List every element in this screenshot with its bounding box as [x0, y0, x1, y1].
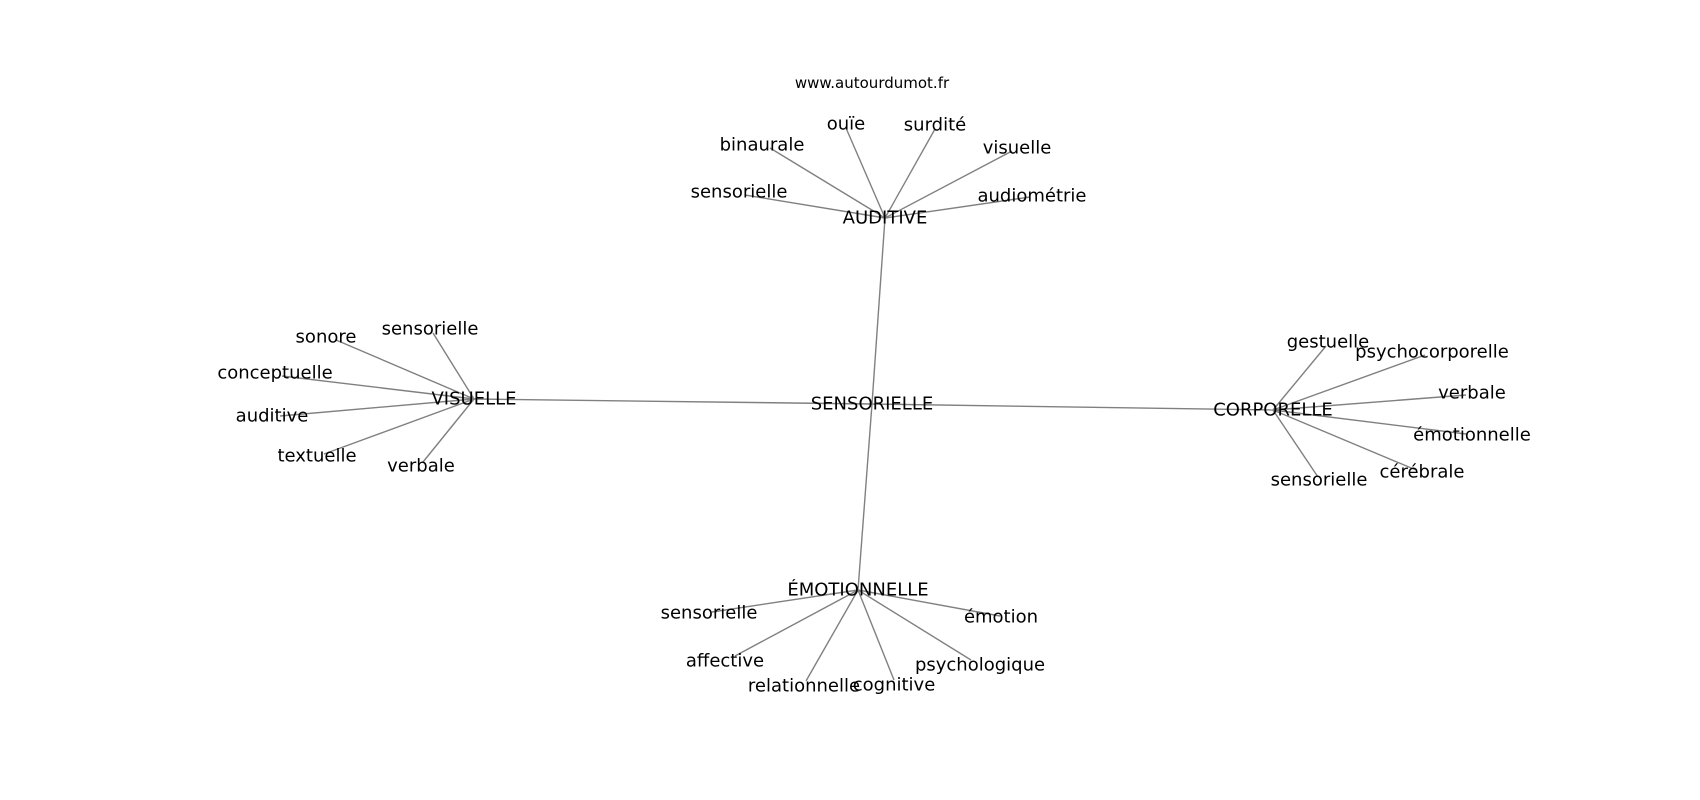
edge-h-emotionnelle-leaf-4 — [857, 589, 972, 661]
leaf-node-label[interactable]: gestuelle — [1287, 332, 1370, 353]
leaf-node-label[interactable]: conceptuelle — [217, 363, 332, 384]
edge-center-to-h-emotionnelle — [857, 403, 873, 591]
leaf-node-label[interactable]: sensorielle — [382, 319, 479, 340]
edge-h-visuelle-leaf-5 — [422, 398, 475, 463]
leaf-node-label[interactable]: sensorielle — [1271, 470, 1368, 491]
edge-h-emotionnelle-leaf-0 — [711, 589, 859, 613]
edge-h-auditive-leaf-3 — [884, 128, 936, 219]
edge-h-corporelle-leaf-3 — [1272, 409, 1467, 435]
leaf-node-label[interactable]: textuelle — [277, 446, 356, 467]
edge-h-emotionnelle-leaf-2 — [805, 589, 859, 682]
edge-h-visuelle-leaf-0 — [335, 339, 475, 400]
edge-center-to-h-auditive — [871, 217, 886, 405]
leaf-node-label[interactable]: cérébrale — [1380, 462, 1465, 483]
edge-h-emotionnelle-leaf-1 — [734, 589, 859, 657]
edge-center-to-h-corporelle — [871, 403, 1274, 411]
leaf-node-label[interactable]: affective — [686, 651, 764, 672]
leaf-node-label[interactable]: visuelle — [983, 138, 1052, 159]
leaf-node-label[interactable]: relationnelle — [748, 676, 860, 697]
hub-node-label[interactable]: VISUELLE — [431, 389, 516, 410]
leaf-node-label[interactable]: auditive — [236, 406, 309, 427]
edge-h-visuelle-leaf-4 — [323, 398, 475, 455]
leaf-node-label[interactable]: verbale — [1438, 383, 1506, 404]
edge-h-auditive-leaf-5 — [884, 196, 1031, 219]
edge-h-corporelle-leaf-5 — [1272, 409, 1319, 478]
leaf-node-label[interactable]: binaurale — [720, 135, 805, 156]
watermark-text: www.autourdumot.fr — [795, 74, 950, 92]
leaf-node-label[interactable]: psychologique — [915, 655, 1045, 676]
leaf-node-label[interactable]: sensorielle — [661, 603, 758, 624]
hub-node-label[interactable]: CORPORELLE — [1213, 400, 1333, 421]
edges-layer — [279, 127, 1467, 682]
edge-h-corporelle-leaf-0 — [1272, 345, 1327, 411]
edge-h-visuelle-leaf-3 — [279, 398, 475, 417]
labels-layer: SENSORIELLE AUDITIVE sensorielle binaurale o… — [217, 114, 1531, 697]
leaf-node-label[interactable]: émotion — [964, 607, 1038, 628]
edge-h-auditive-leaf-1 — [769, 147, 886, 219]
edge-h-visuelle-leaf-1 — [432, 332, 475, 400]
edge-h-auditive-leaf-0 — [744, 194, 886, 219]
leaf-node-label[interactable]: sonore — [296, 327, 357, 348]
edge-h-emotionnelle-leaf-3 — [857, 589, 895, 681]
hub-node-label[interactable]: AUDITIVE — [843, 208, 928, 229]
leaf-node-label[interactable]: surdité — [904, 115, 966, 136]
leaf-node-label[interactable]: émotionnelle — [1413, 425, 1531, 446]
center-node-label[interactable]: SENSORIELLE — [811, 394, 933, 415]
edge-h-emotionnelle-leaf-5 — [857, 589, 1001, 617]
edge-h-auditive-leaf-4 — [884, 150, 1013, 219]
leaf-node-label[interactable]: sensorielle — [691, 182, 788, 203]
leaf-node-label[interactable]: cognitive — [853, 675, 936, 696]
edge-h-visuelle-leaf-2 — [281, 375, 475, 400]
leaf-node-label[interactable]: audiométrie — [977, 186, 1086, 207]
leaf-node-label[interactable]: psychocorporelle — [1355, 342, 1509, 363]
edge-h-auditive-leaf-2 — [845, 127, 886, 219]
edge-h-corporelle-leaf-1 — [1272, 354, 1426, 411]
edge-h-corporelle-leaf-2 — [1272, 394, 1467, 411]
edge-center-to-h-visuelle — [473, 398, 873, 405]
edge-h-corporelle-leaf-4 — [1272, 409, 1417, 471]
leaf-node-label[interactable]: ouïe — [827, 114, 866, 135]
leaf-node-label[interactable]: verbale — [387, 456, 455, 477]
hub-node-label[interactable]: ÉMOTIONNELLE — [787, 579, 928, 601]
